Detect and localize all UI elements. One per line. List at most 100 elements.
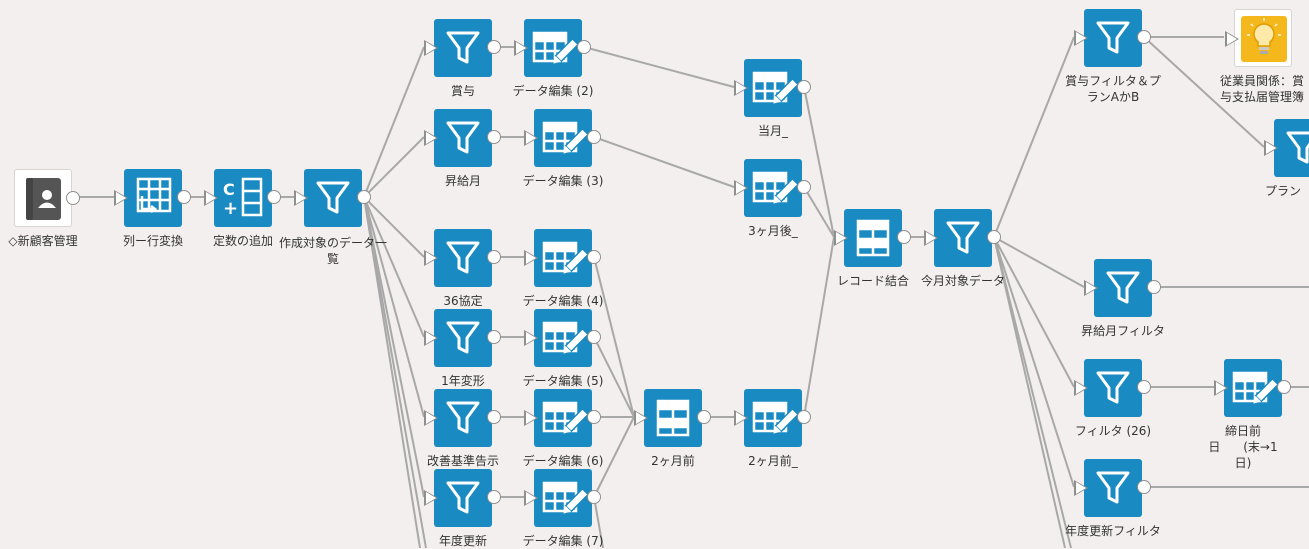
node-label: 昇給月: [444, 174, 481, 188]
input-port[interactable]: [1084, 280, 1098, 296]
input-port[interactable]: [1074, 380, 1088, 396]
node-filter-bonus[interactable]: [424, 19, 501, 77]
output-port[interactable]: [1137, 30, 1151, 44]
input-port[interactable]: [734, 80, 748, 96]
input-port[interactable]: [924, 230, 938, 246]
input-port[interactable]: [1225, 31, 1239, 47]
input-port[interactable]: [1264, 140, 1278, 156]
input-port[interactable]: [524, 250, 538, 266]
input-port[interactable]: [204, 190, 218, 206]
input-port[interactable]: [634, 410, 648, 426]
node-filter-26[interactable]: [1074, 359, 1151, 417]
node-label: データ編集 (3): [522, 174, 604, 188]
input-port[interactable]: [294, 190, 308, 206]
node-data-edit-3[interactable]: [524, 109, 601, 167]
output-port[interactable]: [587, 490, 601, 504]
connector-n_month-n_f_raise2: [993, 236, 1085, 288]
node-data-edit-4[interactable]: [524, 229, 601, 287]
input-port[interactable]: [424, 130, 438, 146]
node-label: 改善基準告示: [426, 454, 499, 468]
input-port[interactable]: [424, 330, 438, 346]
node-filter-36[interactable]: [424, 229, 501, 287]
node-data-edit-2[interactable]: [514, 19, 591, 77]
node-record-join[interactable]: [834, 209, 911, 267]
node-closing-day[interactable]: [1214, 359, 1291, 417]
output-port[interactable]: [177, 190, 191, 204]
node-target-list-filter[interactable]: [294, 169, 371, 227]
output-port[interactable]: [587, 250, 601, 264]
output-port[interactable]: [797, 410, 811, 424]
output-port[interactable]: [267, 190, 281, 204]
contact-book-icon: [15, 170, 71, 226]
node-2-months-before[interactable]: [734, 389, 811, 447]
output-port[interactable]: [587, 330, 601, 344]
input-port[interactable]: [834, 230, 848, 246]
input-port[interactable]: [424, 40, 438, 56]
node-filter-nendo[interactable]: [424, 469, 501, 527]
node-data-edit-5[interactable]: [524, 309, 601, 367]
input-port[interactable]: [1074, 480, 1088, 496]
output-port[interactable]: [587, 130, 601, 144]
node-3-months-after[interactable]: [734, 159, 811, 217]
input-port[interactable]: [1074, 30, 1088, 46]
node-column-row-transform[interactable]: [114, 169, 191, 227]
output-port[interactable]: [587, 410, 601, 424]
node-plan-filter[interactable]: [1264, 119, 1309, 177]
output-port[interactable]: [797, 180, 811, 194]
output-port[interactable]: [897, 230, 911, 244]
input-port[interactable]: [734, 410, 748, 426]
node-nendo-update-filter[interactable]: [1074, 459, 1151, 517]
output-port[interactable]: [357, 190, 371, 204]
input-port[interactable]: [424, 410, 438, 426]
node-2-months-before-merge[interactable]: [634, 389, 711, 447]
node-current-month[interactable]: [734, 59, 811, 117]
connector-n_3m-n_join: [803, 186, 835, 238]
output-port[interactable]: [487, 250, 501, 264]
filter-icon: [434, 309, 492, 367]
node-this-month-data[interactable]: [924, 209, 1001, 267]
input-port[interactable]: [524, 130, 538, 146]
node-source-contacts[interactable]: [14, 169, 80, 227]
input-port[interactable]: [524, 410, 538, 426]
output-port[interactable]: [577, 40, 591, 54]
node-filter-raise-month[interactable]: [424, 109, 501, 167]
input-port[interactable]: [734, 180, 748, 196]
node-data-edit-7[interactable]: [524, 469, 601, 527]
node-label: データ編集 (4): [522, 294, 604, 308]
node-filter-kaizen[interactable]: [424, 389, 501, 447]
input-port[interactable]: [424, 490, 438, 506]
output-port[interactable]: [487, 410, 501, 424]
output-port[interactable]: [487, 330, 501, 344]
node-filter-1year[interactable]: [424, 309, 501, 367]
node-label: フィルタ (26): [1074, 424, 1152, 438]
connector-n_2m-n_join: [803, 236, 835, 418]
output-port[interactable]: [487, 490, 501, 504]
output-port[interactable]: [797, 80, 811, 94]
node-bonus-plan-filter[interactable]: [1074, 9, 1151, 67]
node-data-edit-6[interactable]: [524, 389, 601, 447]
table-edit-icon: [524, 19, 582, 77]
output-port[interactable]: [66, 191, 80, 205]
output-port[interactable]: [1277, 380, 1291, 394]
node-label: プラン: [1265, 184, 1302, 198]
output-port[interactable]: [1147, 280, 1161, 294]
input-port[interactable]: [524, 490, 538, 506]
output-port[interactable]: [987, 230, 1001, 244]
input-port[interactable]: [1214, 380, 1228, 396]
node-label: 3ヶ月後_: [748, 224, 798, 238]
input-port[interactable]: [424, 250, 438, 266]
record-merge-icon: [844, 209, 902, 267]
output-port[interactable]: [1137, 380, 1151, 394]
node-add-constant[interactable]: C+: [204, 169, 281, 227]
output-port[interactable]: [487, 40, 501, 54]
input-port[interactable]: [114, 190, 128, 206]
input-port[interactable]: [524, 330, 538, 346]
node-raise-month-filter[interactable]: [1084, 259, 1161, 317]
node-label: 1年変形: [441, 374, 485, 388]
output-port[interactable]: [1137, 480, 1151, 494]
table-edit-icon: [534, 389, 592, 447]
output-port[interactable]: [487, 130, 501, 144]
input-port[interactable]: [514, 40, 528, 56]
node-output-employee[interactable]: [1225, 9, 1292, 67]
output-port[interactable]: [697, 410, 711, 424]
